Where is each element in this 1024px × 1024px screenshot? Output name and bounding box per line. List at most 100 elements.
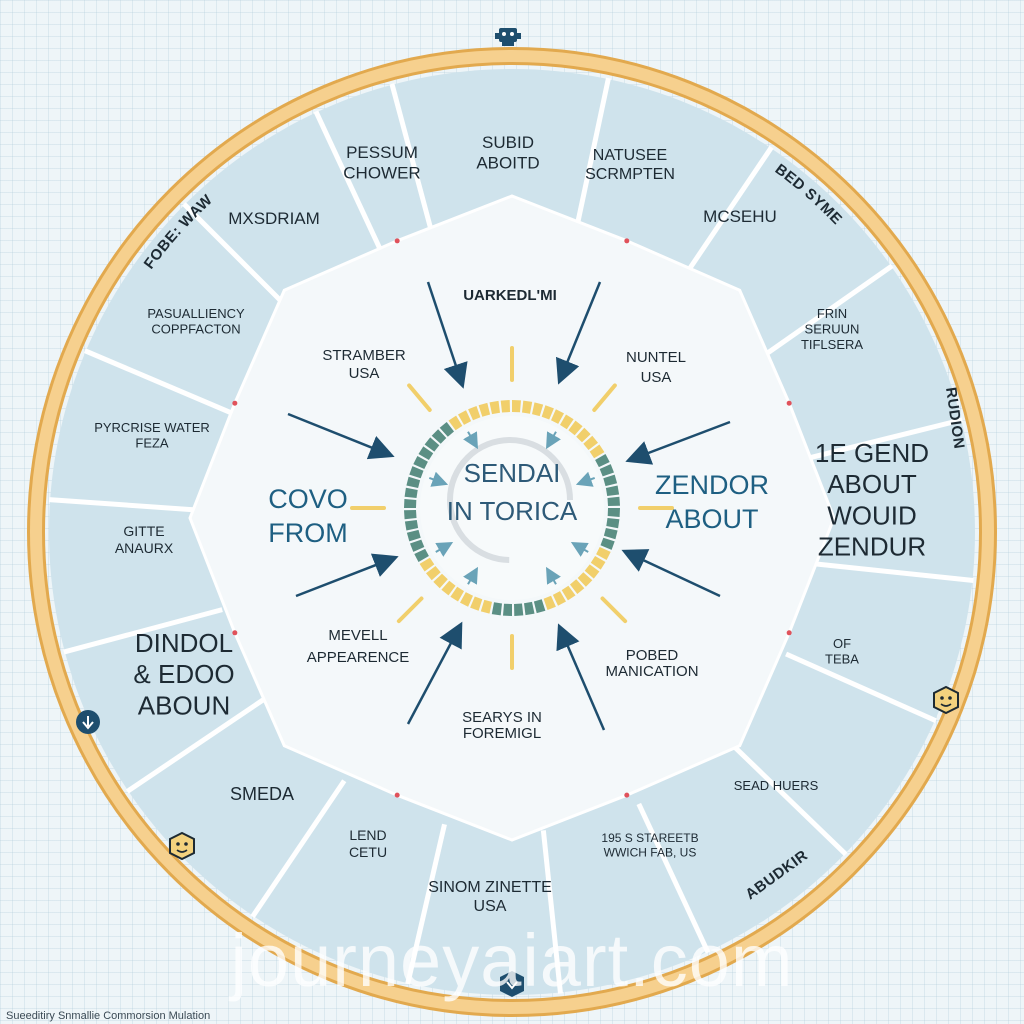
center-ring-block — [480, 599, 492, 614]
center-ring-block — [426, 566, 441, 581]
center-small-arrow — [545, 566, 561, 585]
center-ring-block — [524, 601, 535, 616]
segment-label: FEZA — [135, 436, 169, 451]
center-ring-block — [533, 599, 546, 614]
segment-label: PASUALLIENCY — [147, 306, 245, 321]
corner-dot — [394, 238, 400, 244]
corner-dot — [624, 238, 630, 244]
outer-ring-fill — [30, 50, 994, 1014]
center-ring-block — [605, 485, 620, 496]
center-small-arrows — [428, 431, 596, 585]
segment-divider — [250, 779, 347, 919]
center-ring-block — [404, 499, 417, 508]
corner-dot — [232, 630, 238, 636]
arrow-top-left — [426, 281, 468, 389]
center-label-1: SENDAI — [464, 458, 561, 488]
footer-note: Sueeditiry Snmallie Commorsion Mulation — [6, 1010, 211, 1022]
center-ring-block — [439, 422, 454, 437]
center-ring-block — [522, 400, 533, 414]
center-ring-block — [500, 400, 510, 413]
inner-label-upper-left-2: USA — [349, 365, 380, 382]
center-ring-block — [404, 520, 419, 531]
segment-label: COPPFACTON — [151, 322, 240, 337]
inner-label-left-1: COVO — [268, 484, 348, 514]
center-ring-block — [584, 564, 600, 579]
center-small-arrow — [546, 431, 561, 450]
center-label-2: IN TORICA — [447, 496, 578, 526]
center-ring-block — [568, 420, 583, 436]
segment-divider — [810, 560, 974, 583]
center-ring-block — [560, 414, 574, 430]
yellow-tick — [396, 596, 424, 624]
segment-label: CETU — [349, 844, 387, 860]
segment-label: 195 S STAREETB — [601, 831, 698, 845]
segment-label: GITTE — [123, 523, 164, 539]
inner-label-upper-right-1: NUNTEL — [626, 349, 686, 366]
center-ring-block — [606, 518, 620, 529]
segment-label: SMEDA — [230, 784, 294, 804]
segment-label: 1E GEND — [815, 438, 929, 468]
center-ring-block — [595, 454, 610, 468]
inner-label-left-2: FROM — [268, 518, 347, 548]
segment-label: & EDOO — [133, 659, 234, 689]
face-icon — [169, 831, 195, 861]
center-ring-block — [418, 446, 434, 460]
corner-dot — [394, 792, 400, 798]
segment-label: ABOUN — [138, 690, 230, 720]
segment-label: USA — [474, 898, 507, 915]
inner-label-bottom-2: FOREMIGL — [463, 725, 541, 742]
center-ring-block — [583, 435, 598, 450]
segment-label: WWICH FAB, US — [604, 845, 697, 859]
segment-divider — [313, 110, 388, 262]
segment-label: FRIN — [817, 306, 847, 321]
center-ring-block — [409, 466, 424, 479]
center-ring-block — [450, 586, 464, 602]
segment-label: TIFLSERA — [801, 337, 863, 352]
center-ring-block — [503, 603, 512, 616]
center-small-arrow — [463, 431, 478, 450]
inner-label-lower-left-2: APPEARENCE — [307, 649, 410, 666]
center-ring-block — [470, 596, 483, 611]
yellow-tick — [407, 383, 432, 412]
arrow-right-upper — [625, 420, 731, 465]
center-ring-block — [514, 603, 524, 616]
segment-label: ABOUT — [827, 469, 917, 499]
robot-icon — [495, 28, 521, 46]
inner-arrows — [287, 281, 731, 731]
center-ring-block — [543, 595, 556, 610]
center-ring-block — [561, 585, 576, 601]
center-ring-block — [441, 580, 456, 596]
segment-label: MXSDRIAM — [228, 209, 320, 228]
arrow-left-upper — [287, 412, 395, 460]
center-ring-block — [433, 573, 448, 589]
center-ring-block — [413, 456, 428, 469]
yellow-tick — [592, 383, 617, 412]
corner-dot — [786, 400, 792, 406]
segment-label: SINOM ZINETTE — [428, 879, 552, 896]
segment-label: ABOITD — [476, 153, 539, 172]
center-ring-block — [589, 444, 605, 459]
segment-label: WOUID — [827, 500, 917, 530]
center-ring-block — [448, 415, 463, 431]
center-ring-block — [532, 402, 544, 417]
segment-label: ANAURX — [115, 540, 174, 556]
center-ring-block — [541, 405, 554, 420]
segment-label: SCRMPTEN — [585, 166, 675, 183]
down-arrow-icon[interactable] — [76, 710, 100, 734]
center-ring-block — [603, 528, 618, 540]
segment-divider — [802, 417, 963, 462]
center-ring-block — [607, 508, 620, 517]
center-ring-block — [404, 510, 417, 520]
center-ring-block — [551, 409, 564, 424]
segment-label: SERUUN — [805, 322, 860, 337]
segment-divider — [540, 830, 563, 994]
segment-divider — [677, 145, 774, 285]
segment-divider — [571, 77, 611, 240]
segment-label: NATUSEE — [593, 147, 667, 164]
center-ring-block — [410, 539, 425, 552]
center-ring-block — [600, 537, 615, 550]
center-ring-block — [599, 464, 614, 477]
arrow-right-lower — [621, 549, 721, 598]
center-small-arrow — [435, 542, 454, 557]
